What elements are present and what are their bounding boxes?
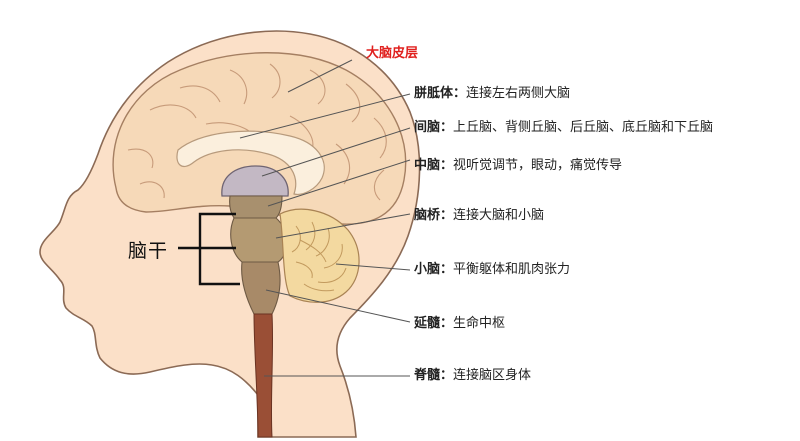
spinal-cord-label: 脊髓：连接脑区身体 (414, 368, 531, 384)
corpus-callosum-desc: 连接左右两侧大脑 (466, 86, 571, 101)
brainstem-label: 脑干 (128, 240, 169, 262)
corpus-callosum-name: 胼胝体： (414, 86, 467, 101)
midbrain-name: 中脑： (414, 158, 454, 173)
pons-name: 脑桥： (414, 208, 454, 223)
diencephalon (221, 165, 289, 197)
diencephalon-label: 间脑：上丘脑、背侧丘脑、后丘脑、底丘脑和下丘脑 (414, 120, 713, 136)
spinal-cord-name: 脊髓： (414, 368, 454, 383)
gyri-lines (127, 63, 387, 201)
cortex-label: 大脑皮层 (366, 46, 419, 61)
medulla-desc: 生命中枢 (453, 316, 506, 331)
corpus-callosum (176, 130, 325, 195)
midbrain-label: 中脑：视听觉调节，眼动，痛觉传导 (414, 158, 622, 174)
cerebellum-name: 小脑： (414, 262, 454, 277)
cerebellum-desc: 平衡躯体和肌肉张力 (453, 262, 571, 277)
diencephalon-name: 间脑： (414, 120, 454, 135)
corpus-callosum-label: 胼胝体：连接左右两侧大脑 (414, 86, 570, 102)
midbrain-desc: 视听觉调节，眼动，痛觉传导 (453, 158, 623, 173)
spinal-cord (253, 313, 274, 438)
pons-label: 脑桥：连接大脑和小脑 (414, 208, 544, 224)
medulla-name: 延髓： (414, 316, 454, 331)
pons (230, 217, 288, 263)
pons-desc: 连接大脑和小脑 (453, 208, 545, 223)
midbrain (229, 195, 283, 219)
medulla-label: 延髓：生命中枢 (414, 316, 505, 332)
cerebellum-label: 小脑：平衡躯体和肌肉张力 (414, 262, 570, 278)
brainstem-bracket (178, 212, 240, 286)
leader-lines (239, 59, 411, 377)
diencephalon-desc: 上丘脑、背侧丘脑、后丘脑、底丘脑和下丘脑 (453, 120, 714, 135)
spinal-cord-desc: 连接脑区身体 (453, 368, 532, 383)
cerebellum-folia (291, 221, 347, 292)
